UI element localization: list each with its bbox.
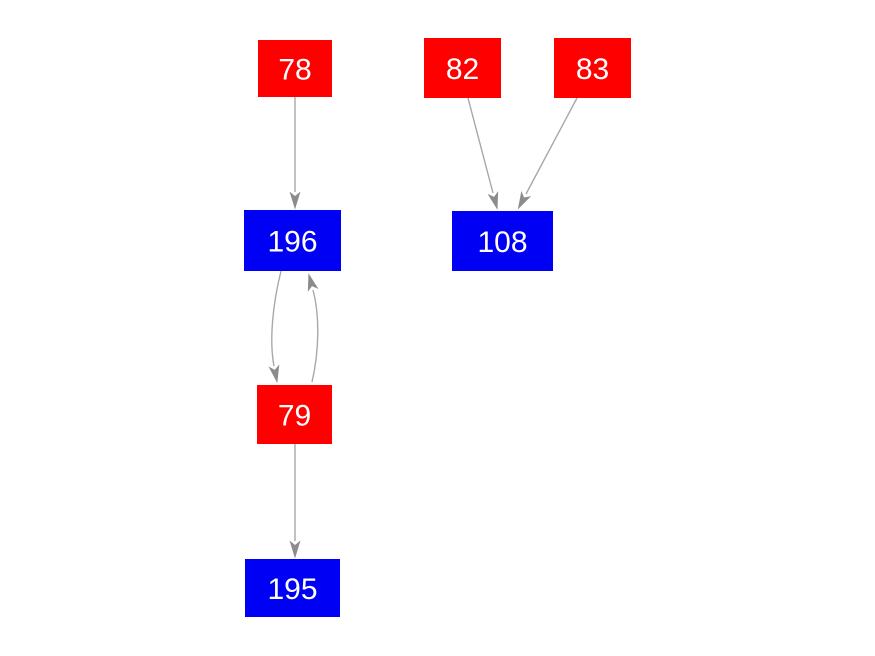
edge-83-to-108 <box>517 97 578 210</box>
edges-layer <box>268 97 578 559</box>
node-rect-83 <box>554 38 631 98</box>
graph-node-195: 195 <box>245 559 340 617</box>
graph-node-196: 196 <box>244 210 341 271</box>
node-label-83: 83 <box>576 53 609 86</box>
nodes-layer: 78 82 83 196 108 79 195 <box>244 38 631 617</box>
node-label-108: 108 <box>477 226 527 259</box>
graph-node-78: 78 <box>258 40 332 97</box>
node-rect-82 <box>424 38 501 98</box>
edge-79-to-196 <box>307 273 319 383</box>
node-label-82: 82 <box>446 53 479 86</box>
graph-node-82: 82 <box>424 38 501 98</box>
node-label-78: 78 <box>278 54 311 87</box>
graph-node-108: 108 <box>452 211 553 271</box>
node-rect-195 <box>245 559 340 617</box>
node-label-195: 195 <box>267 573 317 606</box>
node-rect-79 <box>257 385 332 444</box>
edge-196-to-79 <box>268 270 282 384</box>
node-rect-78 <box>258 40 332 97</box>
edge-82-to-108 <box>467 97 499 210</box>
node-rect-108 <box>452 211 553 271</box>
graph-node-79: 79 <box>257 385 332 444</box>
node-label-196: 196 <box>267 226 317 259</box>
graph-node-83: 83 <box>554 38 631 98</box>
node-label-79: 79 <box>278 400 311 433</box>
node-rect-196 <box>244 210 341 271</box>
